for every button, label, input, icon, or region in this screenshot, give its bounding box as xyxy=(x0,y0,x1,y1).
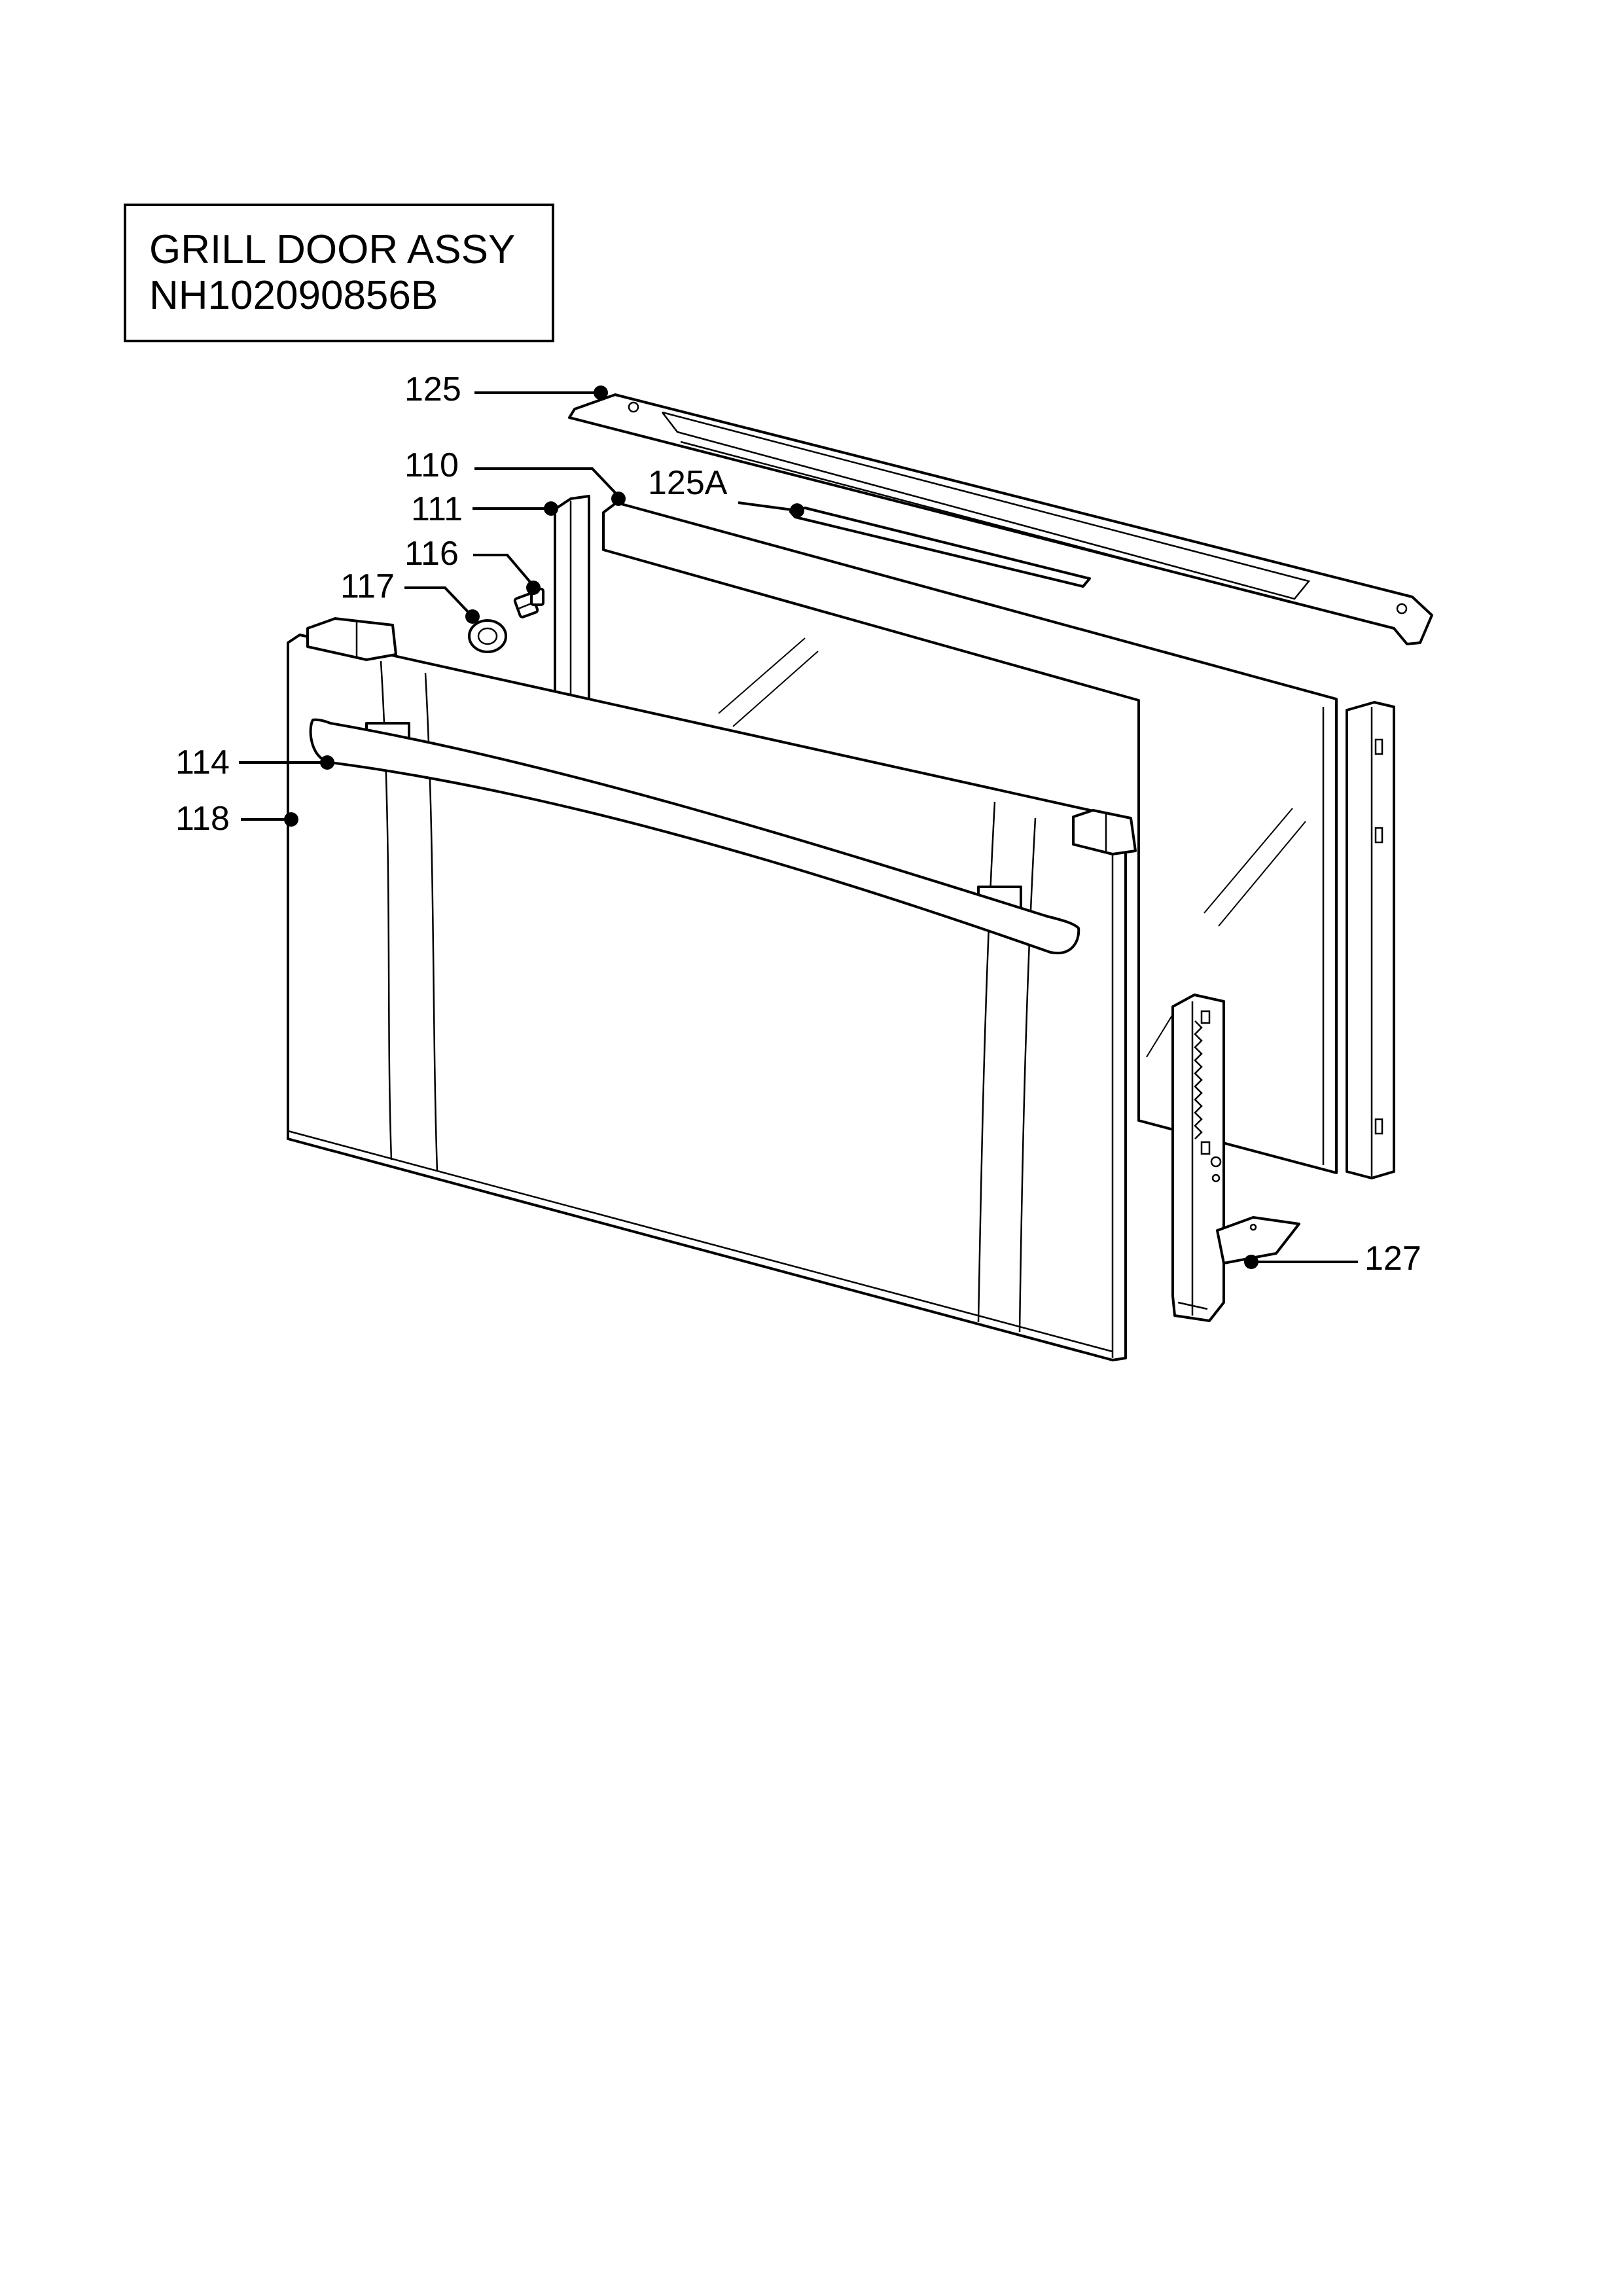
label-116: 116 xyxy=(404,535,459,573)
title-frame xyxy=(124,204,554,342)
label-125: 125 xyxy=(404,370,461,408)
part-114-handle xyxy=(309,718,1080,955)
part-117-nut xyxy=(468,619,507,653)
title-block: GRILL DOOR ASSY NH102090856B xyxy=(124,204,554,342)
title-line-1: GRILL DOOR ASSY xyxy=(149,227,515,272)
part-125-top-trim xyxy=(568,393,1433,645)
label-125a: 125A xyxy=(648,464,728,502)
label-117: 117 xyxy=(340,567,395,605)
callout-114: 114 xyxy=(175,744,334,781)
callout-116: 116 xyxy=(404,535,541,595)
callout-125a: 125A xyxy=(648,464,804,518)
part-116-screw xyxy=(513,588,544,619)
callout-118: 118 xyxy=(175,800,298,838)
label-111: 111 xyxy=(411,490,463,528)
label-114: 114 xyxy=(175,744,230,781)
part-111-side-strip xyxy=(554,495,590,709)
label-127: 127 xyxy=(1364,1240,1421,1278)
callout-111: 111 xyxy=(411,490,558,528)
part-right-side-channel xyxy=(1346,701,1395,1179)
part-127-hinge xyxy=(1171,994,1300,1322)
label-118: 118 xyxy=(175,800,230,838)
callout-125: 125 xyxy=(404,370,608,408)
title-line-2: NH102090856B xyxy=(149,273,438,318)
part-110-glass-panel xyxy=(602,501,1338,1174)
callout-110: 110 xyxy=(404,446,626,506)
label-110: 110 xyxy=(404,446,459,484)
callout-127: 127 xyxy=(1244,1240,1421,1278)
callout-117: 117 xyxy=(340,567,480,624)
part-118-door-panel xyxy=(287,617,1137,1361)
